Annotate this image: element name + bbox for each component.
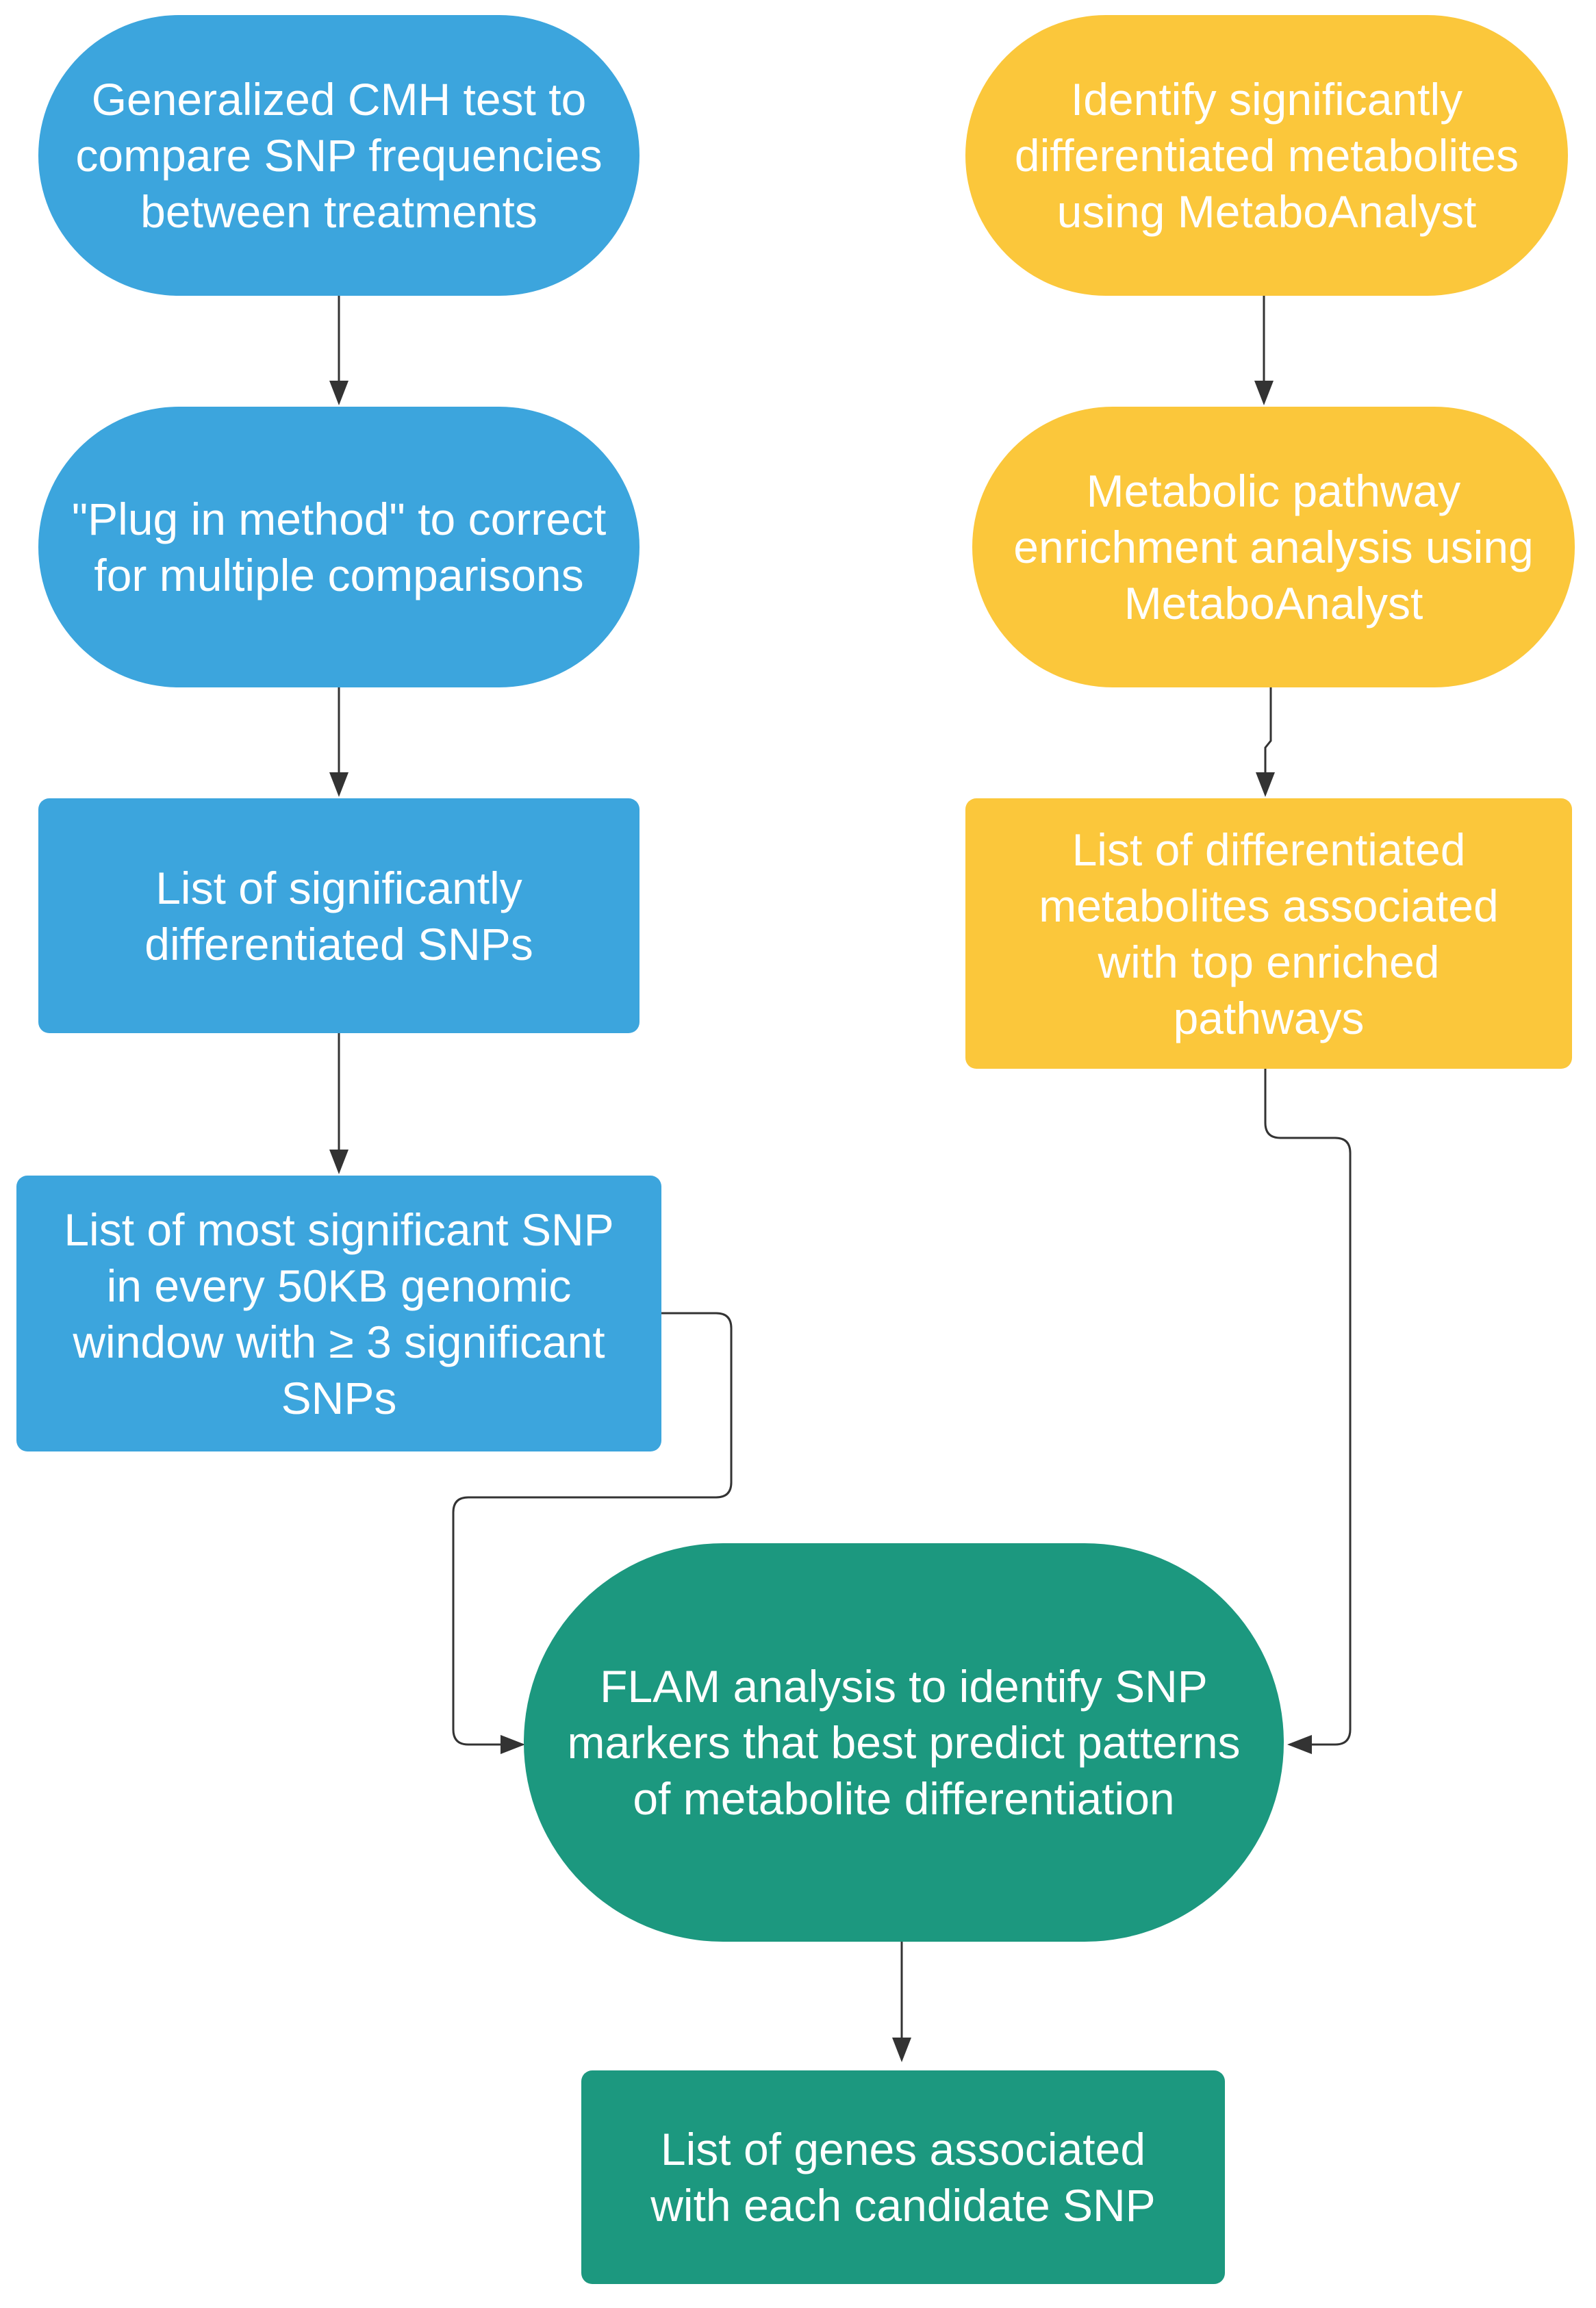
arrowhead-significant-snps xyxy=(329,772,349,797)
connector-enriched-metabolites-to-flam xyxy=(1264,1069,1352,1746)
cmh-test-label: Generalized CMH test to compare SNP freq… xyxy=(75,74,603,237)
plug-in-method-node: "Plug in method" to correct for multiple… xyxy=(38,407,639,687)
arrowhead-flam-left xyxy=(501,1735,525,1754)
connector-most-significant-to-flam xyxy=(452,1312,733,1746)
candidate-genes-label: List of genes associated with each candi… xyxy=(650,2124,1156,2231)
flam-analysis-label: FLAM analysis to identify SNP markers th… xyxy=(567,1661,1241,1824)
arrowhead-flam-right xyxy=(1287,1735,1312,1754)
cmh-test-node: Generalized CMH test to compare SNP freq… xyxy=(38,15,639,296)
enriched-metabolites-node: List of differentiated metabolites assoc… xyxy=(965,798,1572,1069)
significant-snps-label: List of significantly differentiated SNP… xyxy=(144,862,533,969)
flam-analysis-node: FLAM analysis to identify SNP markers th… xyxy=(524,1543,1284,1942)
arrowhead-pathway xyxy=(1254,381,1274,405)
most-significant-snp-node: List of most significant SNP in every 50… xyxy=(16,1176,661,1451)
arrowhead-candidate-genes xyxy=(892,2038,911,2062)
plug-in-method-label: "Plug in method" to correct for multiple… xyxy=(71,494,607,600)
significant-snps-node: List of significantly differentiated SNP… xyxy=(38,798,639,1033)
identify-metabolites-label: Identify significantly differentiated me… xyxy=(1014,74,1519,237)
connector-pathway-to-enriched-metabolites xyxy=(1264,687,1272,775)
pathway-enrichment-node: Metabolic pathway enrichment analysis us… xyxy=(972,407,1575,687)
identify-metabolites-node: Identify significantly differentiated me… xyxy=(965,15,1568,296)
arrowhead-most-significant xyxy=(329,1150,349,1174)
arrowhead-plug-in xyxy=(329,381,349,405)
arrowhead-enriched-metabolites xyxy=(1256,772,1275,797)
most-significant-snp-label: List of most significant SNP in every 50… xyxy=(64,1204,614,1423)
enriched-metabolites-label: List of differentiated metabolites assoc… xyxy=(1039,824,1499,1043)
candidate-genes-node: List of genes associated with each candi… xyxy=(581,2070,1225,2284)
pathway-enrichment-label: Metabolic pathway enrichment analysis us… xyxy=(1013,466,1534,629)
